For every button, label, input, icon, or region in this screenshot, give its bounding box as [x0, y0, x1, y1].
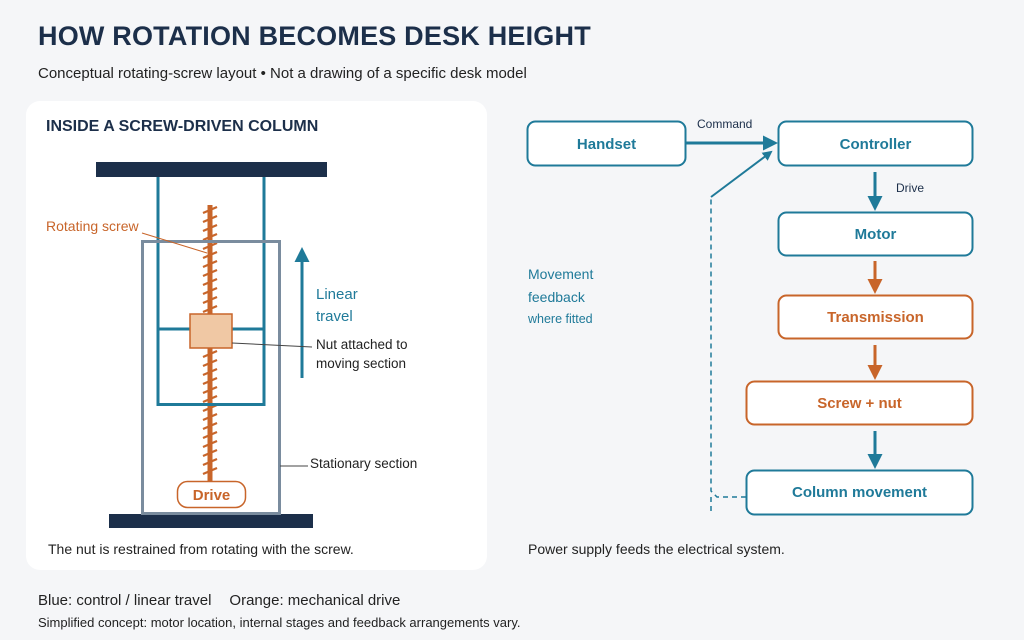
stationary-section	[141, 240, 281, 515]
screw-thread	[202, 430, 218, 440]
column-panel-title: INSIDE A SCREW-DRIVEN COLUMN	[46, 118, 319, 135]
screw-thread	[202, 421, 218, 431]
legend-note: Simplified concept: motor location, inte…	[38, 615, 521, 630]
screw-thread	[202, 394, 218, 404]
screw-thread	[202, 205, 218, 215]
screw-thread	[202, 223, 218, 233]
screw-thread	[202, 448, 218, 458]
screw-thread	[202, 214, 218, 224]
power-note: Power supply feeds the electrical system…	[528, 541, 785, 557]
screw-nut-box	[745, 380, 974, 426]
screw-thread	[202, 349, 218, 359]
screw-thread	[202, 277, 218, 287]
feedback-loop	[710, 197, 746, 498]
controller-box	[777, 120, 974, 167]
screw-thread	[202, 250, 218, 260]
screw-thread	[202, 241, 218, 251]
drive-box	[176, 480, 247, 509]
column-movement-label: Column movement	[792, 484, 927, 501]
screw-thread	[202, 385, 218, 395]
moving-section	[156, 177, 266, 406]
screw-thread	[202, 232, 218, 242]
screw-thread	[202, 457, 218, 467]
screw-thread	[202, 304, 218, 314]
column-movement-box	[745, 469, 974, 516]
nut-label-2: moving section	[316, 356, 406, 371]
linear-travel-label-2: travel	[316, 308, 353, 325]
screw-thread	[202, 439, 218, 449]
screw-thread	[202, 268, 218, 278]
transmission-label: Transmission	[827, 309, 924, 326]
transmission-box	[777, 294, 974, 340]
feedback-arrow	[710, 150, 773, 198]
screw-thread	[202, 412, 218, 422]
stationary-label: Stationary section	[310, 456, 417, 471]
command-label: Command	[697, 117, 752, 131]
screw-nut-label: Screw + nut	[817, 395, 902, 412]
feedback-label-1: Movement	[528, 266, 593, 282]
screw-thread	[202, 295, 218, 305]
handset-label: Handset	[577, 136, 636, 153]
screw-thread	[202, 286, 218, 296]
controller-label: Controller	[840, 136, 912, 153]
top-plate	[96, 162, 327, 177]
screw-thread	[202, 466, 218, 476]
linear-travel-label-1: Linear	[316, 286, 358, 303]
handset-box	[526, 120, 687, 167]
screw-thread	[202, 358, 218, 368]
page-title: HOW ROTATION BECOMES DESK HEIGHT	[38, 21, 591, 51]
legend: Blue: control / linear travel Orange: mec…	[38, 592, 400, 609]
feedback-label-2: feedback	[528, 289, 586, 305]
rotating-screw-leader	[141, 232, 208, 254]
column-caption: The nut is restrained from rotating with…	[48, 541, 354, 557]
page-subtitle: Conceptual rotating-screw layout • Not a…	[38, 65, 527, 82]
column-panel	[26, 101, 487, 570]
motor-label: Motor	[855, 226, 897, 243]
legend-orange: Orange: mechanical drive	[229, 592, 401, 609]
motor-box	[777, 211, 974, 257]
drive-label: Drive	[193, 487, 231, 504]
screw-thread	[202, 259, 218, 269]
feedback-label-3: where fitted	[527, 312, 593, 326]
legend-blue: Blue: control / linear travel	[38, 592, 212, 609]
nut-leader	[231, 342, 313, 348]
base-plate	[109, 514, 313, 528]
screw-thread	[202, 376, 218, 386]
nut	[189, 313, 233, 349]
screw-thread	[202, 367, 218, 377]
nut-label-1: Nut attached to	[316, 337, 408, 352]
rotating-screw-label: Rotating screw	[46, 218, 139, 234]
drive-edge-label: Drive	[896, 181, 924, 195]
